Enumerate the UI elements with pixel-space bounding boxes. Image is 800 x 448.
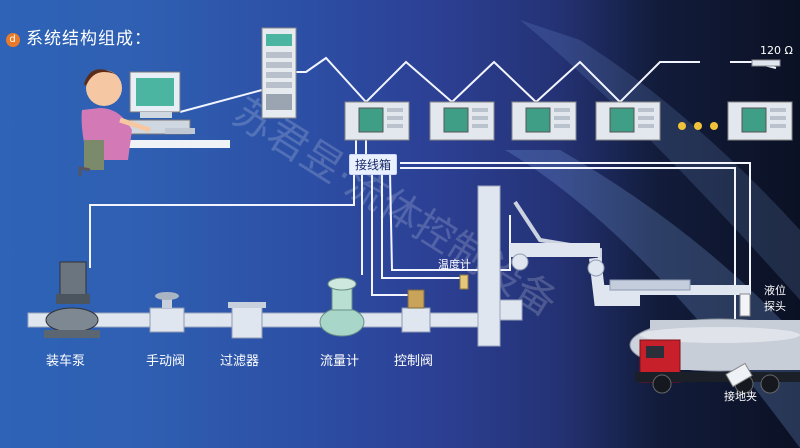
manual-valve: [149, 292, 185, 333]
junction-box-label: 接线箱: [349, 154, 398, 175]
grounding-clamp-label: 接地夹: [724, 390, 757, 403]
control-cabinet: [261, 27, 297, 119]
level-probe: [739, 293, 751, 317]
title-bullet-icon: d: [6, 33, 20, 47]
pipeline: [27, 185, 750, 347]
loading-pump: [44, 261, 100, 338]
page-title-text: 系统结构组成：: [26, 29, 152, 49]
level-probe-label-1: 液位: [764, 284, 786, 297]
tanker-truck: [629, 318, 800, 394]
flow-meter-label: 流量计: [320, 354, 360, 369]
thermometer-label: 温度计: [438, 258, 471, 271]
control-valve: [401, 289, 431, 333]
filter-label: 过滤器: [220, 354, 260, 369]
terminating-resistor: [751, 59, 781, 67]
manual-valve-label: 手动阀: [146, 354, 186, 369]
junction-wires: [89, 138, 751, 370]
filter: [228, 302, 266, 339]
operator-workstation: [78, 69, 230, 176]
riser-pipe: [477, 185, 501, 347]
thermometer: [459, 274, 469, 290]
level-probe-label-2: 探头: [764, 300, 786, 313]
loading-pump-label: 装车泵: [46, 354, 86, 369]
flow-meter: [319, 277, 365, 337]
page-title: d 系统结构组成：: [6, 24, 152, 49]
resistor-label: 120 Ω: [760, 44, 793, 57]
control-valve-label: 控制阀: [394, 354, 434, 369]
grounding-clamp: [725, 362, 753, 388]
controller-units: [344, 101, 793, 141]
